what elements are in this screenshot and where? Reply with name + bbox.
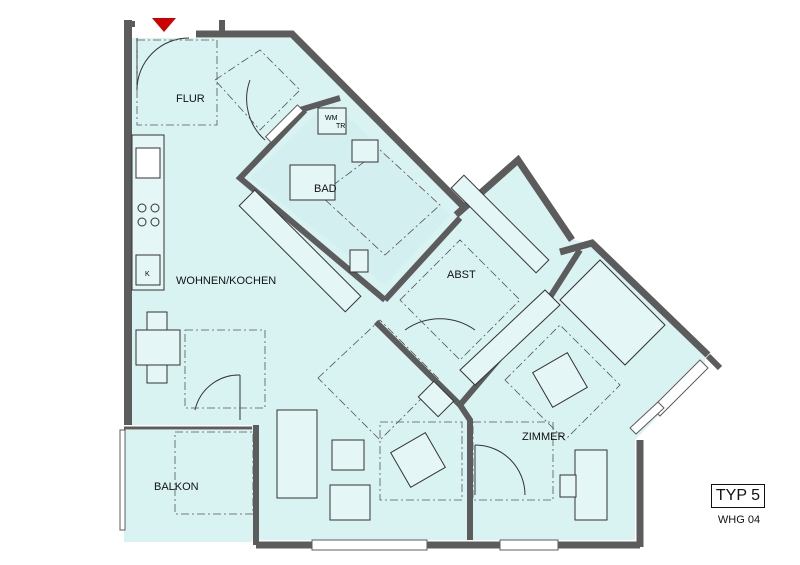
window-bottom-1 (311, 539, 428, 551)
zimmer-outer-wall (559, 239, 711, 358)
bath-wall-north (299, 95, 341, 113)
zimmer-door-swing (474, 444, 526, 496)
zimmer-desk (574, 449, 608, 521)
label-balkon: BALKON (154, 481, 199, 493)
bath-diagonal (319, 149, 441, 256)
entry-door-swing (136, 37, 190, 91)
coffee-table (331, 439, 365, 471)
abst-shelf (450, 174, 550, 274)
toilet (349, 249, 369, 273)
label-zimmer: ZIMMER (522, 431, 565, 443)
bath-floor (250, 100, 450, 285)
side-cabinet (417, 380, 455, 418)
stove-burner-3 (137, 217, 147, 227)
furniture (135, 107, 666, 521)
partition-wall-2 (457, 403, 473, 540)
fridge (135, 254, 161, 286)
table-living (389, 431, 447, 489)
entry-arrow-icon (152, 18, 176, 32)
bath-wall-east (382, 215, 463, 303)
bath-door-swing (246, 79, 266, 141)
label-bad: BAD (314, 183, 337, 195)
sofa (276, 409, 318, 499)
bathtub (289, 164, 336, 201)
bed (559, 259, 666, 366)
room-labels: FLUR BAD WOHNEN/KOCHEN ABST ZIMMER BALKO… (145, 93, 565, 493)
door-gap-bath (264, 104, 304, 144)
kitchen-sink (135, 147, 161, 179)
kitchen (131, 134, 165, 291)
stove-burner-2 (150, 203, 160, 213)
dining-chair-1 (146, 311, 168, 331)
apartment-number: WHG 04 (717, 514, 761, 526)
tv-sideboard (238, 189, 362, 313)
abst-door-swing (404, 318, 476, 331)
table-zimmer (531, 351, 589, 409)
label-wm: WM (325, 115, 338, 122)
label-flur: FLUR (176, 93, 205, 105)
label-abst: ABST (447, 269, 476, 281)
zimmer-diagonal (504, 324, 621, 441)
balcony-area (174, 431, 254, 515)
stove-burner-1 (137, 203, 147, 213)
stove-burner-4 (150, 217, 160, 227)
windows (119, 104, 709, 551)
flur-diagonal (214, 49, 301, 131)
balcony-door-swing (194, 374, 241, 411)
bath-wall-west (235, 107, 387, 303)
washing-machine (317, 107, 347, 135)
armchair (329, 484, 371, 521)
dining-table (135, 329, 181, 366)
label-tr: TR (336, 123, 345, 130)
living-diagonal (317, 319, 441, 441)
zimmer-table-area (472, 421, 554, 501)
window-left-balcony (119, 429, 126, 531)
washbasin (351, 139, 379, 163)
type-label: TYP 5 (711, 484, 765, 508)
top-wall (196, 30, 468, 211)
zimmer-chair (559, 474, 577, 498)
wardrobe (459, 289, 561, 386)
label-k: K (145, 271, 150, 278)
right-corner-wall (705, 353, 723, 371)
dining-area (184, 329, 266, 409)
label-wohnen: WOHNEN/KOCHEN (176, 275, 276, 287)
window-bottom-2 (499, 539, 559, 551)
flur-area (136, 39, 218, 126)
dashed-lines (136, 39, 621, 515)
balcony-floor (124, 430, 252, 542)
doors (136, 37, 526, 496)
window-right-2 (629, 401, 665, 435)
dining-chair-2 (146, 364, 168, 384)
